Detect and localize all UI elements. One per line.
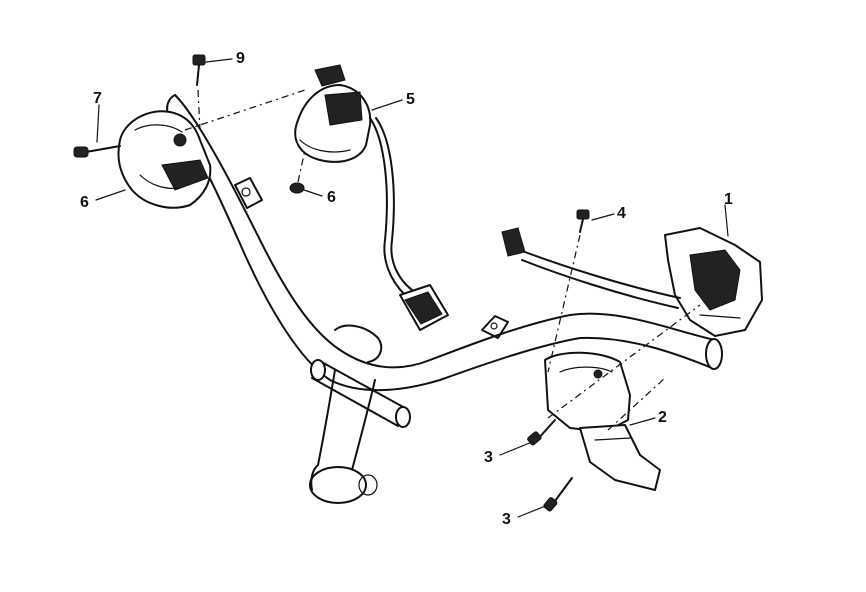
- alignment-line-9: [197, 89, 201, 131]
- brake-lever-assembly: [501, 227, 763, 337]
- master-cylinder: [544, 351, 661, 491]
- alignment-line-4: [547, 234, 581, 373]
- handlebar-frame: [166, 94, 723, 392]
- alignment-line-6: [297, 149, 306, 183]
- callout-9: 9: [236, 50, 245, 67]
- callout-3-lower: 3: [502, 511, 511, 528]
- callout-6-lower: 6: [80, 194, 89, 211]
- screw-7: [73, 145, 121, 158]
- callout-5: 5: [406, 91, 415, 108]
- right-switch-housing: [294, 64, 449, 331]
- callout-7: 7: [93, 90, 102, 107]
- callout-4: 4: [617, 205, 626, 222]
- screw-3-lower: [543, 477, 573, 512]
- fork-stem: [309, 359, 411, 504]
- callout-6-upper: 6: [327, 189, 336, 206]
- screw-4: [576, 209, 590, 233]
- callout-3-upper: 3: [484, 449, 493, 466]
- left-switch-housing: [117, 110, 212, 209]
- screw-9: [192, 54, 206, 86]
- alignment-line-2a: [547, 304, 701, 419]
- callout-1: 1: [724, 191, 733, 208]
- callout-2: 2: [658, 409, 667, 426]
- screw-6-upper: [289, 182, 305, 194]
- alignment-line-5: [184, 89, 306, 131]
- leader-lines: [95, 58, 729, 518]
- screw-3-upper: [527, 419, 556, 446]
- alignment-line-2b: [607, 377, 666, 431]
